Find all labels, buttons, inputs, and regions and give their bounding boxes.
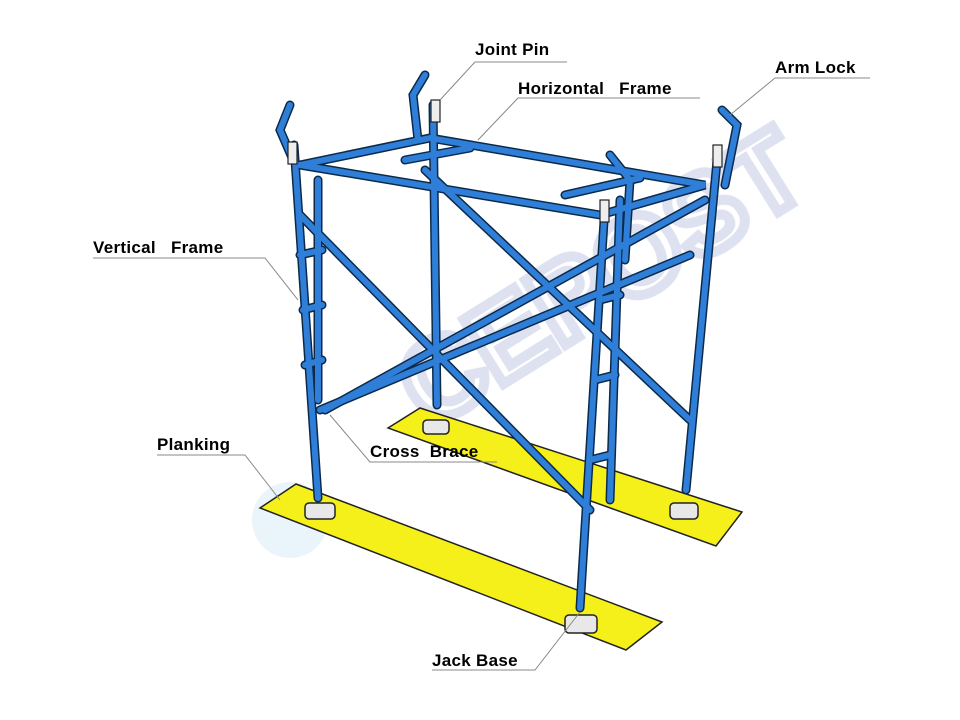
plank-front [258, 483, 664, 651]
label-joint-pin: Joint Pin [475, 40, 550, 59]
label-horizontal-frame: Horizontal Frame [518, 79, 672, 98]
label-vertical-frame: Vertical Frame [93, 238, 224, 257]
label-cross-brace: Cross Brace [370, 442, 479, 461]
label-jack-base: Jack Base [432, 651, 518, 670]
label-arm-lock: Arm Lock [775, 58, 856, 77]
joint-pins [287, 99, 723, 223]
jack-bases [304, 419, 699, 634]
leader-lines [93, 61, 870, 671]
label-planking: Planking [157, 435, 231, 454]
plank-back [386, 407, 744, 547]
